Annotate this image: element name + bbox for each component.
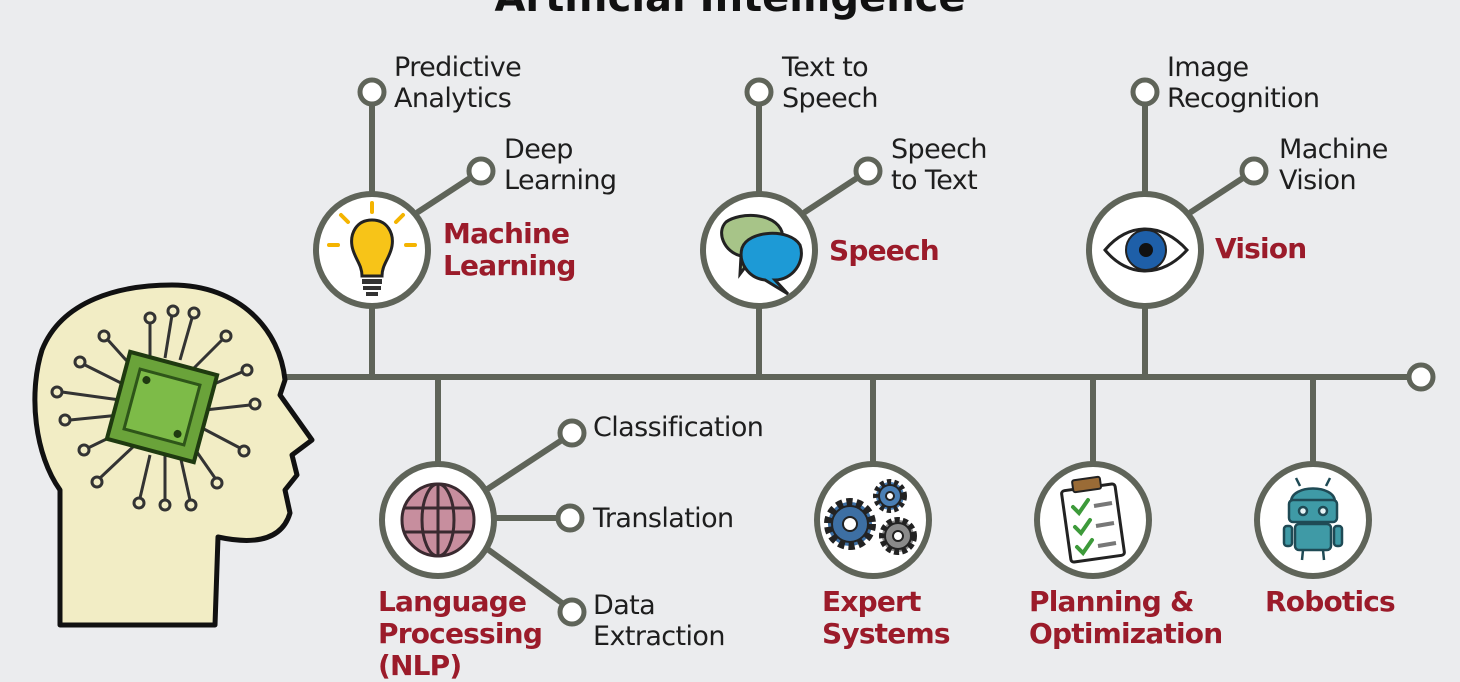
node-translation	[555, 503, 585, 533]
label-data-extraction: Data Extraction	[593, 590, 725, 652]
label-classification: Classification	[593, 412, 764, 443]
node-deep-learning	[466, 156, 496, 186]
globe-icon	[400, 482, 476, 558]
branch-data-extraction	[483, 545, 565, 606]
node-classification	[557, 418, 587, 448]
eye-icon	[1103, 227, 1190, 273]
category-expert-systems: Expert Systems	[822, 585, 951, 650]
branch-machine-vision	[1188, 175, 1246, 215]
gears-icon	[824, 479, 917, 555]
node-predictive-analytics	[357, 77, 387, 107]
branch-classification	[483, 437, 565, 493]
head-brain-chip-icon	[32, 282, 315, 628]
label-image-recognition: Image Recognition	[1167, 52, 1320, 114]
clipboard-checklist-icon	[1060, 475, 1126, 564]
category-vision: Vision	[1215, 232, 1307, 265]
label-deep-learning: Deep Learning	[504, 134, 617, 196]
diagram-canvas	[32, 77, 1436, 628]
label-predictive-analytics: Predictive Analytics	[394, 52, 522, 114]
category-robotics: Robotics	[1265, 585, 1396, 618]
branch-deep-learning	[415, 175, 473, 215]
label-translation: Translation	[593, 503, 734, 534]
category-nlp: Language Processing (NLP)	[378, 585, 543, 682]
lightbulb-icon	[327, 201, 417, 296]
category-planning: Planning & Optimization	[1029, 585, 1223, 650]
label-machine-vision: Machine Vision	[1279, 134, 1388, 196]
axis-end-node	[1406, 362, 1436, 392]
node-data-extraction	[557, 597, 587, 627]
category-machine-learning: Machine Learning	[443, 217, 576, 282]
speech-bubbles-icon	[720, 213, 803, 296]
node-image-recognition	[1130, 77, 1160, 107]
branch-speech-to-text	[802, 175, 860, 215]
page-title: Artificial Intelligence	[0, 0, 1460, 20]
connector-lines	[267, 102, 1413, 606]
label-text-to-speech: Text to Speech	[782, 52, 878, 114]
robot-icon	[1282, 477, 1344, 561]
node-text-to-speech	[744, 77, 774, 107]
label-speech-to-text: Speech to Text	[891, 134, 987, 196]
sub-nodes	[357, 77, 1436, 627]
category-speech: Speech	[829, 234, 940, 267]
node-speech-to-text	[853, 156, 883, 186]
node-machine-vision	[1239, 156, 1269, 186]
